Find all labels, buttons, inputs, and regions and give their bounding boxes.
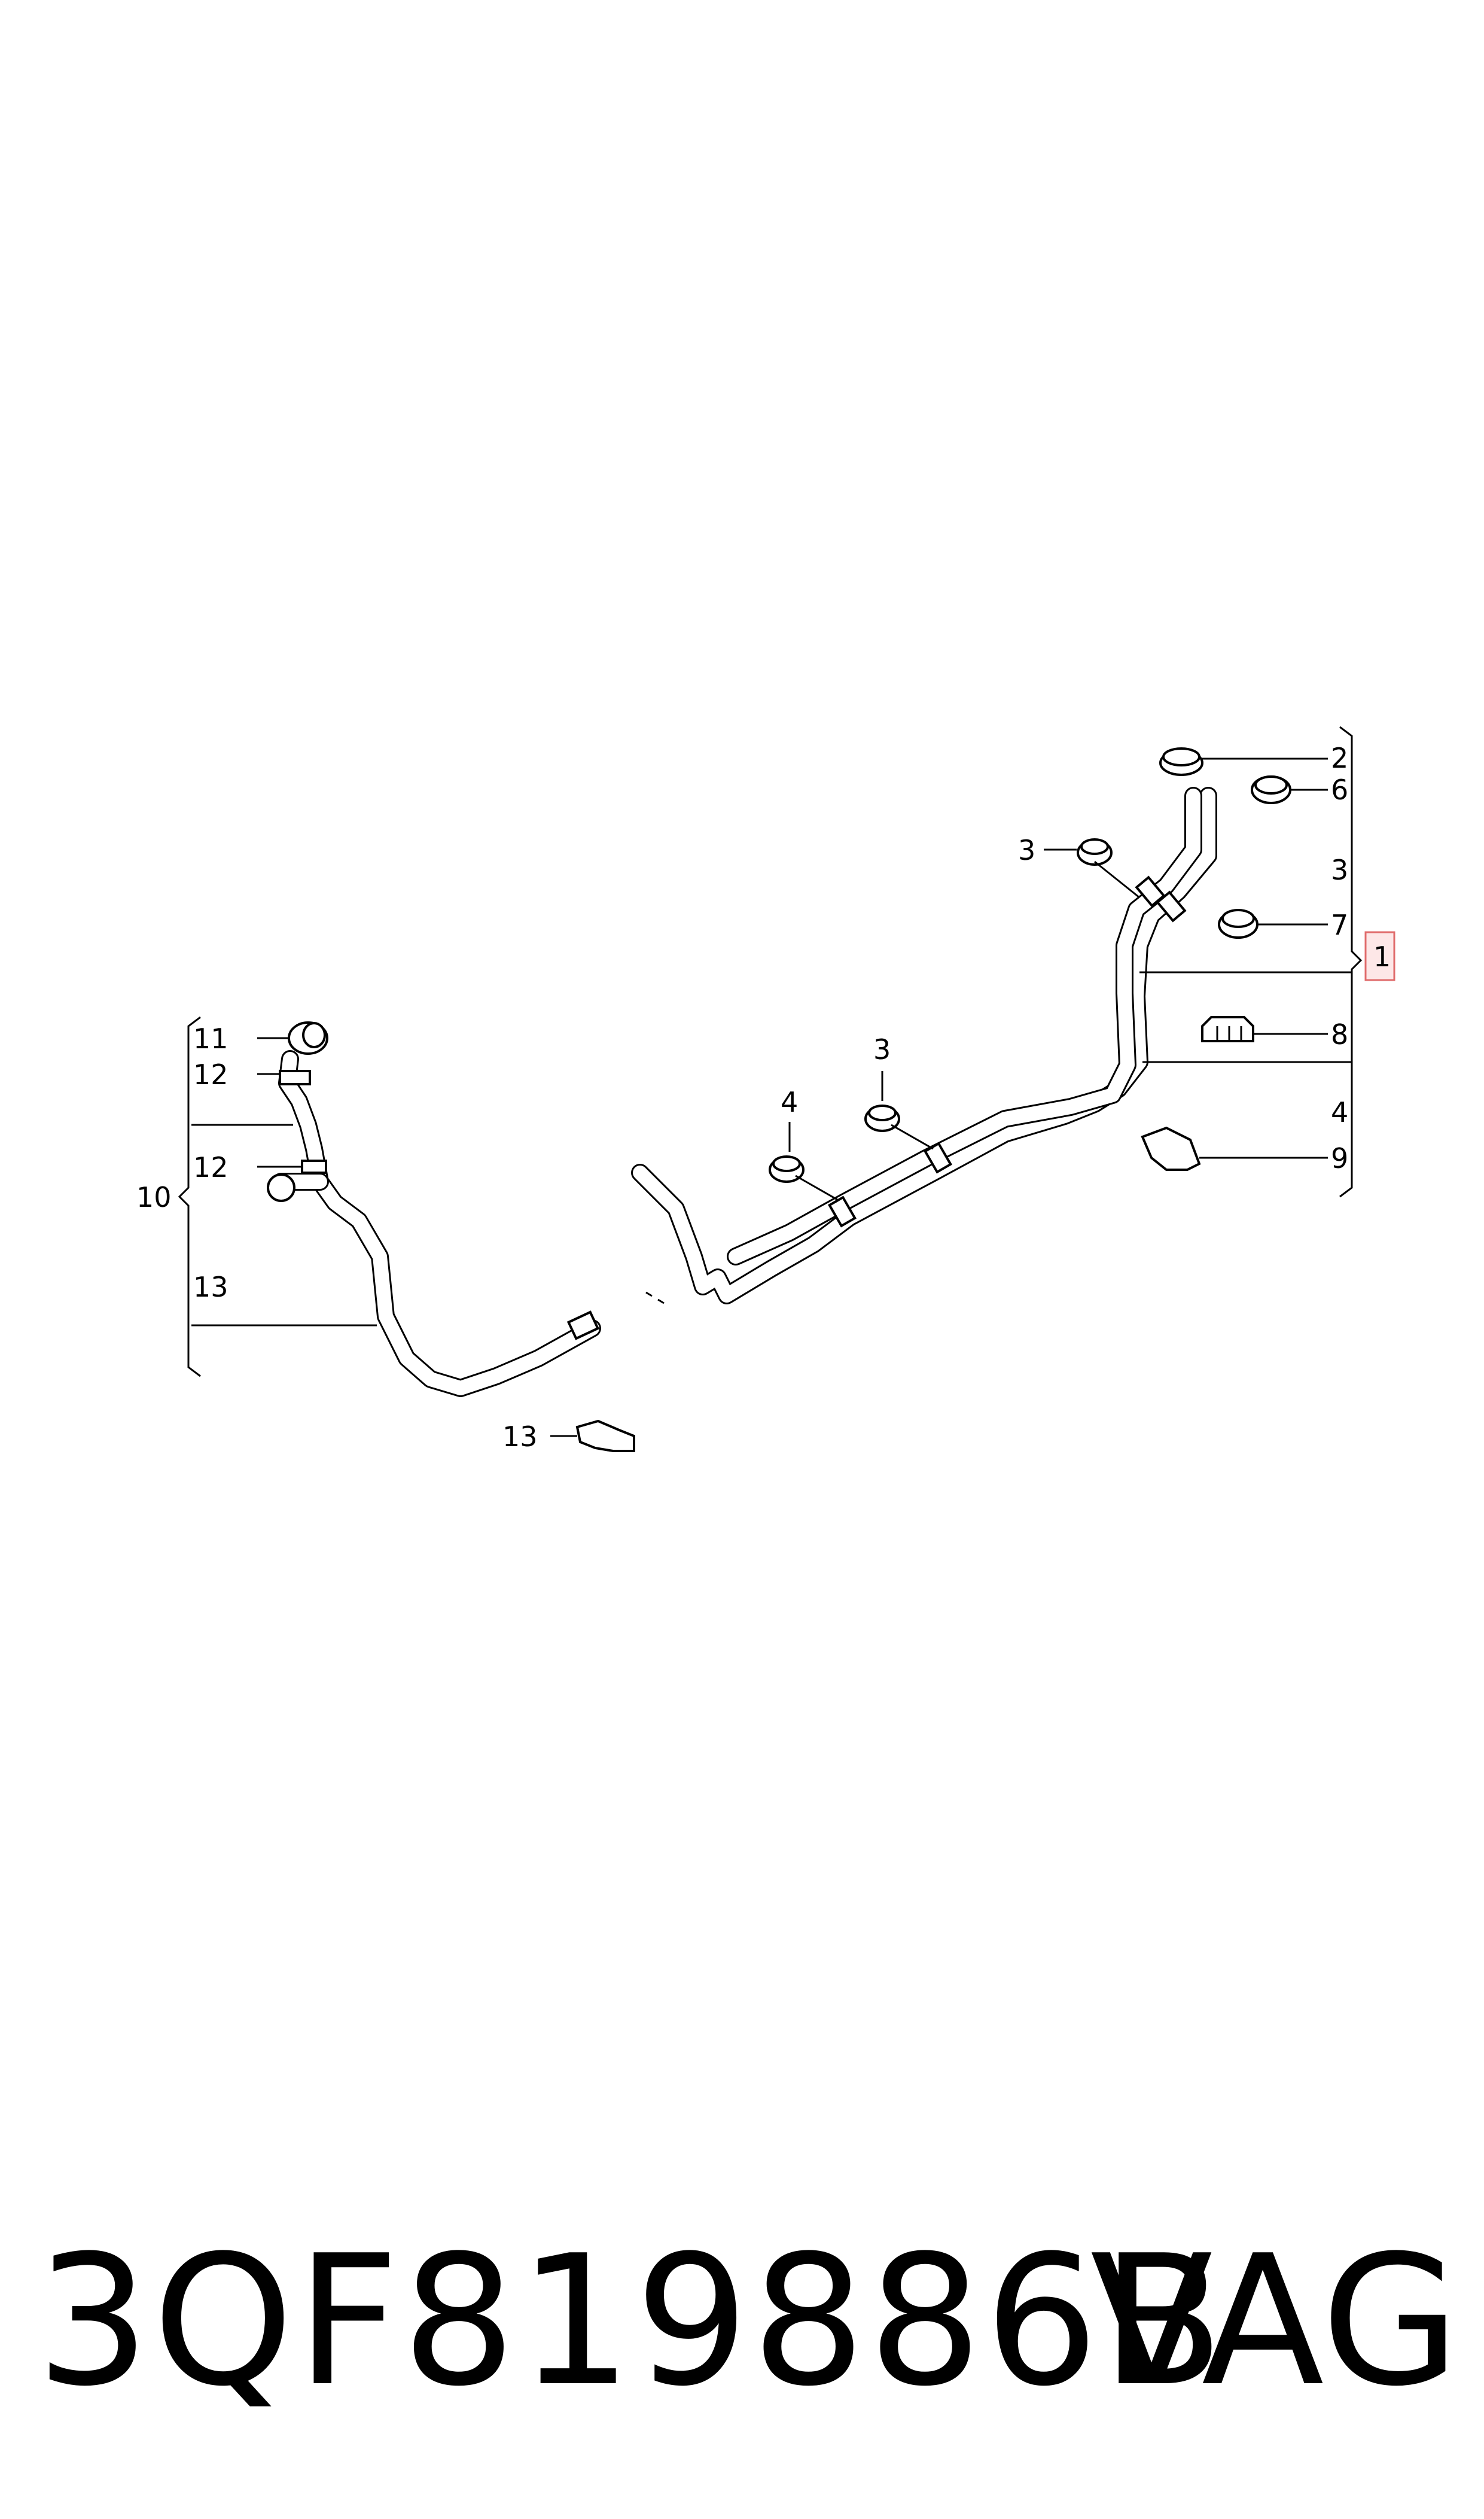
clip-item-13 xyxy=(575,1419,635,1452)
hose-end-lower xyxy=(267,1173,295,1202)
callout-3-right: 3 xyxy=(1331,854,1348,886)
callout-8: 8 xyxy=(1331,1018,1348,1051)
callout-7: 7 xyxy=(1331,909,1348,941)
clamp-item-6 xyxy=(1251,775,1291,804)
main-coolant-pipe xyxy=(631,787,1217,1304)
callout-13-clip: 13 xyxy=(502,1420,538,1453)
callout-2: 2 xyxy=(1331,742,1348,774)
pipe-clamp-1 xyxy=(828,1195,857,1228)
left-hose-assembly xyxy=(272,1050,601,1397)
clamp-item-12-upper xyxy=(279,1070,311,1085)
callout-1-highlight xyxy=(1364,931,1395,981)
callout-4-left: 4 xyxy=(781,1086,798,1118)
pipe-clamp-4 xyxy=(1156,890,1187,923)
callout-9: 9 xyxy=(1331,1142,1348,1175)
holder-item-8 xyxy=(1201,1016,1254,1042)
callout-6: 6 xyxy=(1331,774,1348,806)
footer: 3QF819886B VAG xyxy=(0,2214,1484,2429)
leader-lines xyxy=(191,757,1352,1437)
callout-12-bottom: 12 xyxy=(193,1151,228,1184)
clamp-item-7 xyxy=(1218,909,1258,939)
callout-10: 10 xyxy=(136,1181,172,1213)
right-bracket xyxy=(1339,726,1363,1198)
clamp-item-12-lower xyxy=(301,1160,327,1174)
callout-13-bracket: 13 xyxy=(193,1271,228,1303)
clamp-item-2 xyxy=(1159,747,1203,776)
clamp-item-3-upper xyxy=(1077,838,1113,866)
clamp-item-3-center xyxy=(864,1105,900,1132)
left-bracket xyxy=(178,1016,201,1377)
callout-11: 11 xyxy=(193,1023,228,1055)
callout-4-right: 4 xyxy=(1331,1096,1348,1128)
clamp-item-4-left xyxy=(769,1155,805,1183)
callout-3-center: 3 xyxy=(873,1033,891,1066)
bracket-item-9 xyxy=(1141,1126,1201,1171)
break-marks xyxy=(645,1291,665,1304)
hose-end-break xyxy=(566,1310,600,1340)
callout-3-top-left: 3 xyxy=(1018,834,1035,866)
hose-end-item-11 xyxy=(288,1021,328,1055)
callout-12-top: 12 xyxy=(193,1058,228,1091)
part-number: 3QF819886B xyxy=(36,2217,1227,2426)
callout-1: 1 xyxy=(1373,941,1391,973)
brand-label: VAG xyxy=(1090,2217,1460,2426)
